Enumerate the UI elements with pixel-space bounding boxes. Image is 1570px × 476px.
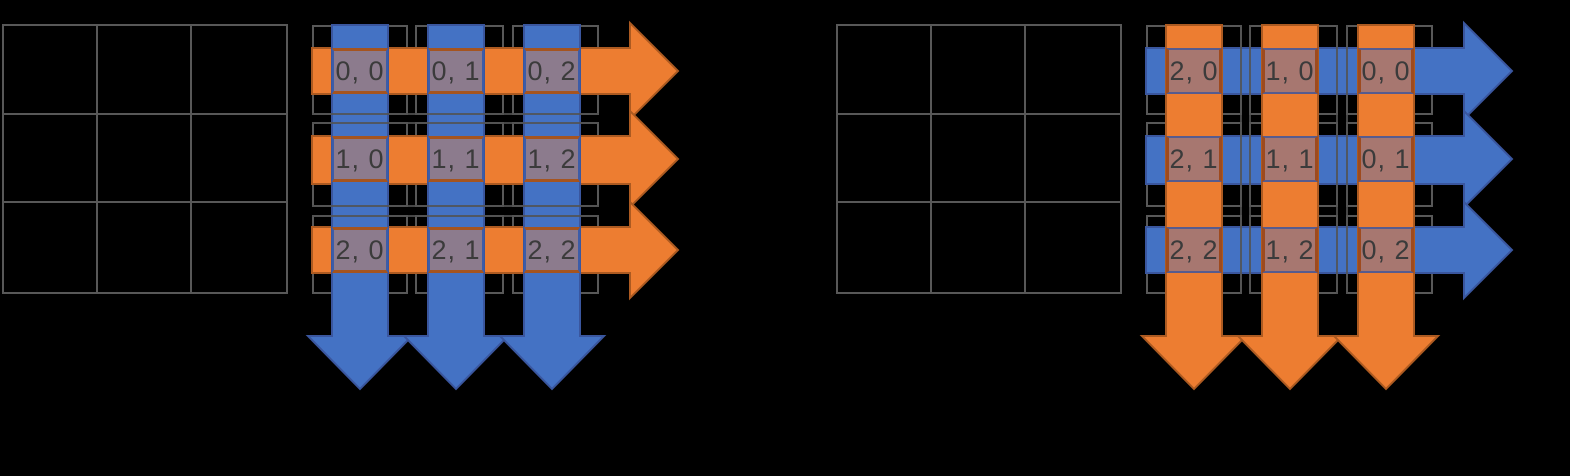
grid-cell <box>838 203 932 292</box>
cell-label: 1, 2 <box>1265 234 1315 265</box>
grid-cell <box>4 114 98 204</box>
grid-cell <box>1026 26 1120 115</box>
cell-label: 0, 1 <box>1361 143 1411 174</box>
grid-cell <box>98 114 192 204</box>
cell-label-box: 0, 1 <box>1358 136 1414 182</box>
empty-grid-row-major <box>2 24 288 294</box>
cell-label: 1, 1 <box>1265 143 1315 174</box>
col-arrow-blue <box>401 24 511 391</box>
cell-label-box: 2, 0 <box>1166 48 1222 94</box>
cell-label: 2, 1 <box>431 234 481 265</box>
cell-label: 2, 2 <box>527 234 577 265</box>
cell-label: 0, 2 <box>1361 234 1411 265</box>
cell-label: 2, 2 <box>1169 234 1219 265</box>
cell-label-box: 0, 0 <box>1358 48 1414 94</box>
col-arrow-orange <box>1139 24 1249 391</box>
col-arrow-orange <box>1331 24 1441 391</box>
col-arrow-orange <box>1235 24 1345 391</box>
cell-label: 2, 0 <box>1169 55 1219 86</box>
cell-label-box: 1, 2 <box>1262 227 1318 273</box>
grid-cell <box>838 114 932 204</box>
cell-label: 1, 2 <box>527 143 577 174</box>
cell-label-box: 1, 2 <box>524 136 580 182</box>
cell-label: 0, 0 <box>1361 55 1411 86</box>
cell-label: 0, 2 <box>527 55 577 86</box>
cell-label-box: 0, 1 <box>428 48 484 94</box>
grid-cell <box>4 26 98 115</box>
cell-label-box: 2, 1 <box>428 227 484 273</box>
grid-cell <box>932 203 1026 292</box>
cell-label: 0, 1 <box>431 55 481 86</box>
cell-label: 1, 0 <box>1265 55 1315 86</box>
grid-cell <box>192 26 286 115</box>
grid-cell <box>192 115 286 204</box>
col-arrow-blue <box>305 24 415 391</box>
grid-cell <box>98 203 192 292</box>
grid-cell <box>4 203 98 292</box>
cell-label-box: 0, 0 <box>332 48 388 94</box>
cell-label: 2, 0 <box>335 234 385 265</box>
col-arrow-blue <box>497 24 607 391</box>
cell-label-box: 2, 2 <box>1166 227 1222 273</box>
cell-label-box: 1, 0 <box>332 136 388 182</box>
cell-label-box: 2, 2 <box>524 227 580 273</box>
cell-label-box: 0, 2 <box>1358 227 1414 273</box>
grid-cell <box>1026 115 1120 204</box>
grid-cell <box>98 26 192 115</box>
grid-cell <box>932 114 1026 204</box>
cell-label-box: 2, 1 <box>1166 136 1222 182</box>
cell-label: 1, 0 <box>335 143 385 174</box>
cell-label-box: 1, 1 <box>1262 136 1318 182</box>
cell-label-box: 2, 0 <box>332 227 388 273</box>
cell-label-box: 0, 2 <box>524 48 580 94</box>
cell-label-box: 1, 1 <box>428 136 484 182</box>
cell-label-box: 1, 0 <box>1262 48 1318 94</box>
empty-grid-col-major <box>836 24 1122 294</box>
cell-label: 1, 1 <box>431 143 481 174</box>
cell-label: 2, 1 <box>1169 143 1219 174</box>
cell-label: 0, 0 <box>335 55 385 86</box>
grid-cell <box>838 26 932 115</box>
grid-cell <box>932 26 1026 115</box>
